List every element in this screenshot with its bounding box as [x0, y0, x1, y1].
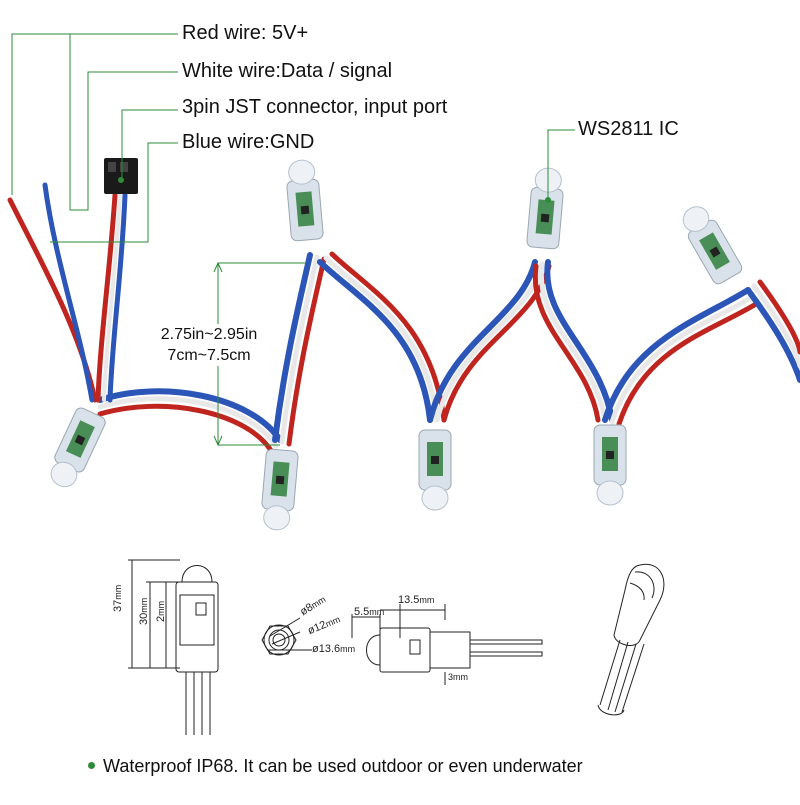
ribbon-segment-4: [427, 259, 552, 423]
waterproof-note-text: Waterproof IP68. It can be used outdoor …: [103, 756, 583, 776]
dim-wire-gap: 3mm: [448, 672, 468, 682]
label-red-wire: Red wire: 5V+: [182, 22, 309, 44]
leader-white-wire: [69, 34, 178, 211]
bullet-icon: [88, 761, 95, 769]
dim-len-body: 13.5mm: [398, 594, 435, 606]
ribbon-segment-1: [97, 388, 283, 455]
leader-jst: [121, 109, 178, 178]
ribbon-segment-3: [317, 251, 447, 423]
perspective-drawing: [597, 563, 665, 716]
front-view-drawing: [351, 604, 543, 685]
jst-connector: [104, 158, 138, 194]
leader-red-wire: [11, 33, 178, 195]
ribbon-segment-7: [745, 279, 800, 383]
led-pixel-nodes: [50, 159, 743, 531]
leader-ic: [547, 129, 575, 200]
dim-d-large: ø13.6mm: [312, 643, 356, 655]
led-pixel-node: [261, 448, 299, 531]
spacing-label: 2.75in~2.95in 7cm~7.5cm: [146, 324, 272, 366]
leader-blue-wire: [50, 142, 178, 243]
input-leads: [7, 182, 128, 403]
ribbon-segment-5: [532, 259, 615, 423]
side-view-drawing: [128, 559, 219, 735]
top-view-drawing: [261, 617, 312, 656]
label-blue-wire: Blue wire:GND: [182, 131, 315, 153]
spacing-cm: 7cm~7.5cm: [167, 347, 251, 364]
ribbon-segment-6: [602, 287, 759, 427]
led-pixel-node: [286, 159, 324, 242]
label-jst-connector: 3pin JST connector, input port: [182, 96, 448, 118]
led-pixel-node: [418, 429, 452, 511]
led-pixel-node: [593, 424, 627, 506]
label-ws2811-ic: WS2811 IC: [578, 118, 679, 140]
ribbon-segment-2: [272, 252, 327, 447]
ribbon-wires: [7, 182, 800, 455]
spacing-inches: 2.75in~2.95in: [160, 326, 258, 343]
dim-total-height: 37mm: [112, 584, 124, 612]
led-pixel-node: [50, 407, 106, 488]
led-pixel-node: [526, 167, 564, 250]
dim-len-head: 5.5mm: [354, 606, 385, 618]
dim-base: 2mm: [155, 600, 167, 622]
label-white-wire: White wire:Data / signal: [182, 60, 393, 82]
dim-body-height: 30mm: [138, 597, 150, 625]
led-pixel-node: [682, 206, 743, 285]
waterproof-note: Waterproof IP68. It can be used outdoor …: [88, 756, 583, 777]
